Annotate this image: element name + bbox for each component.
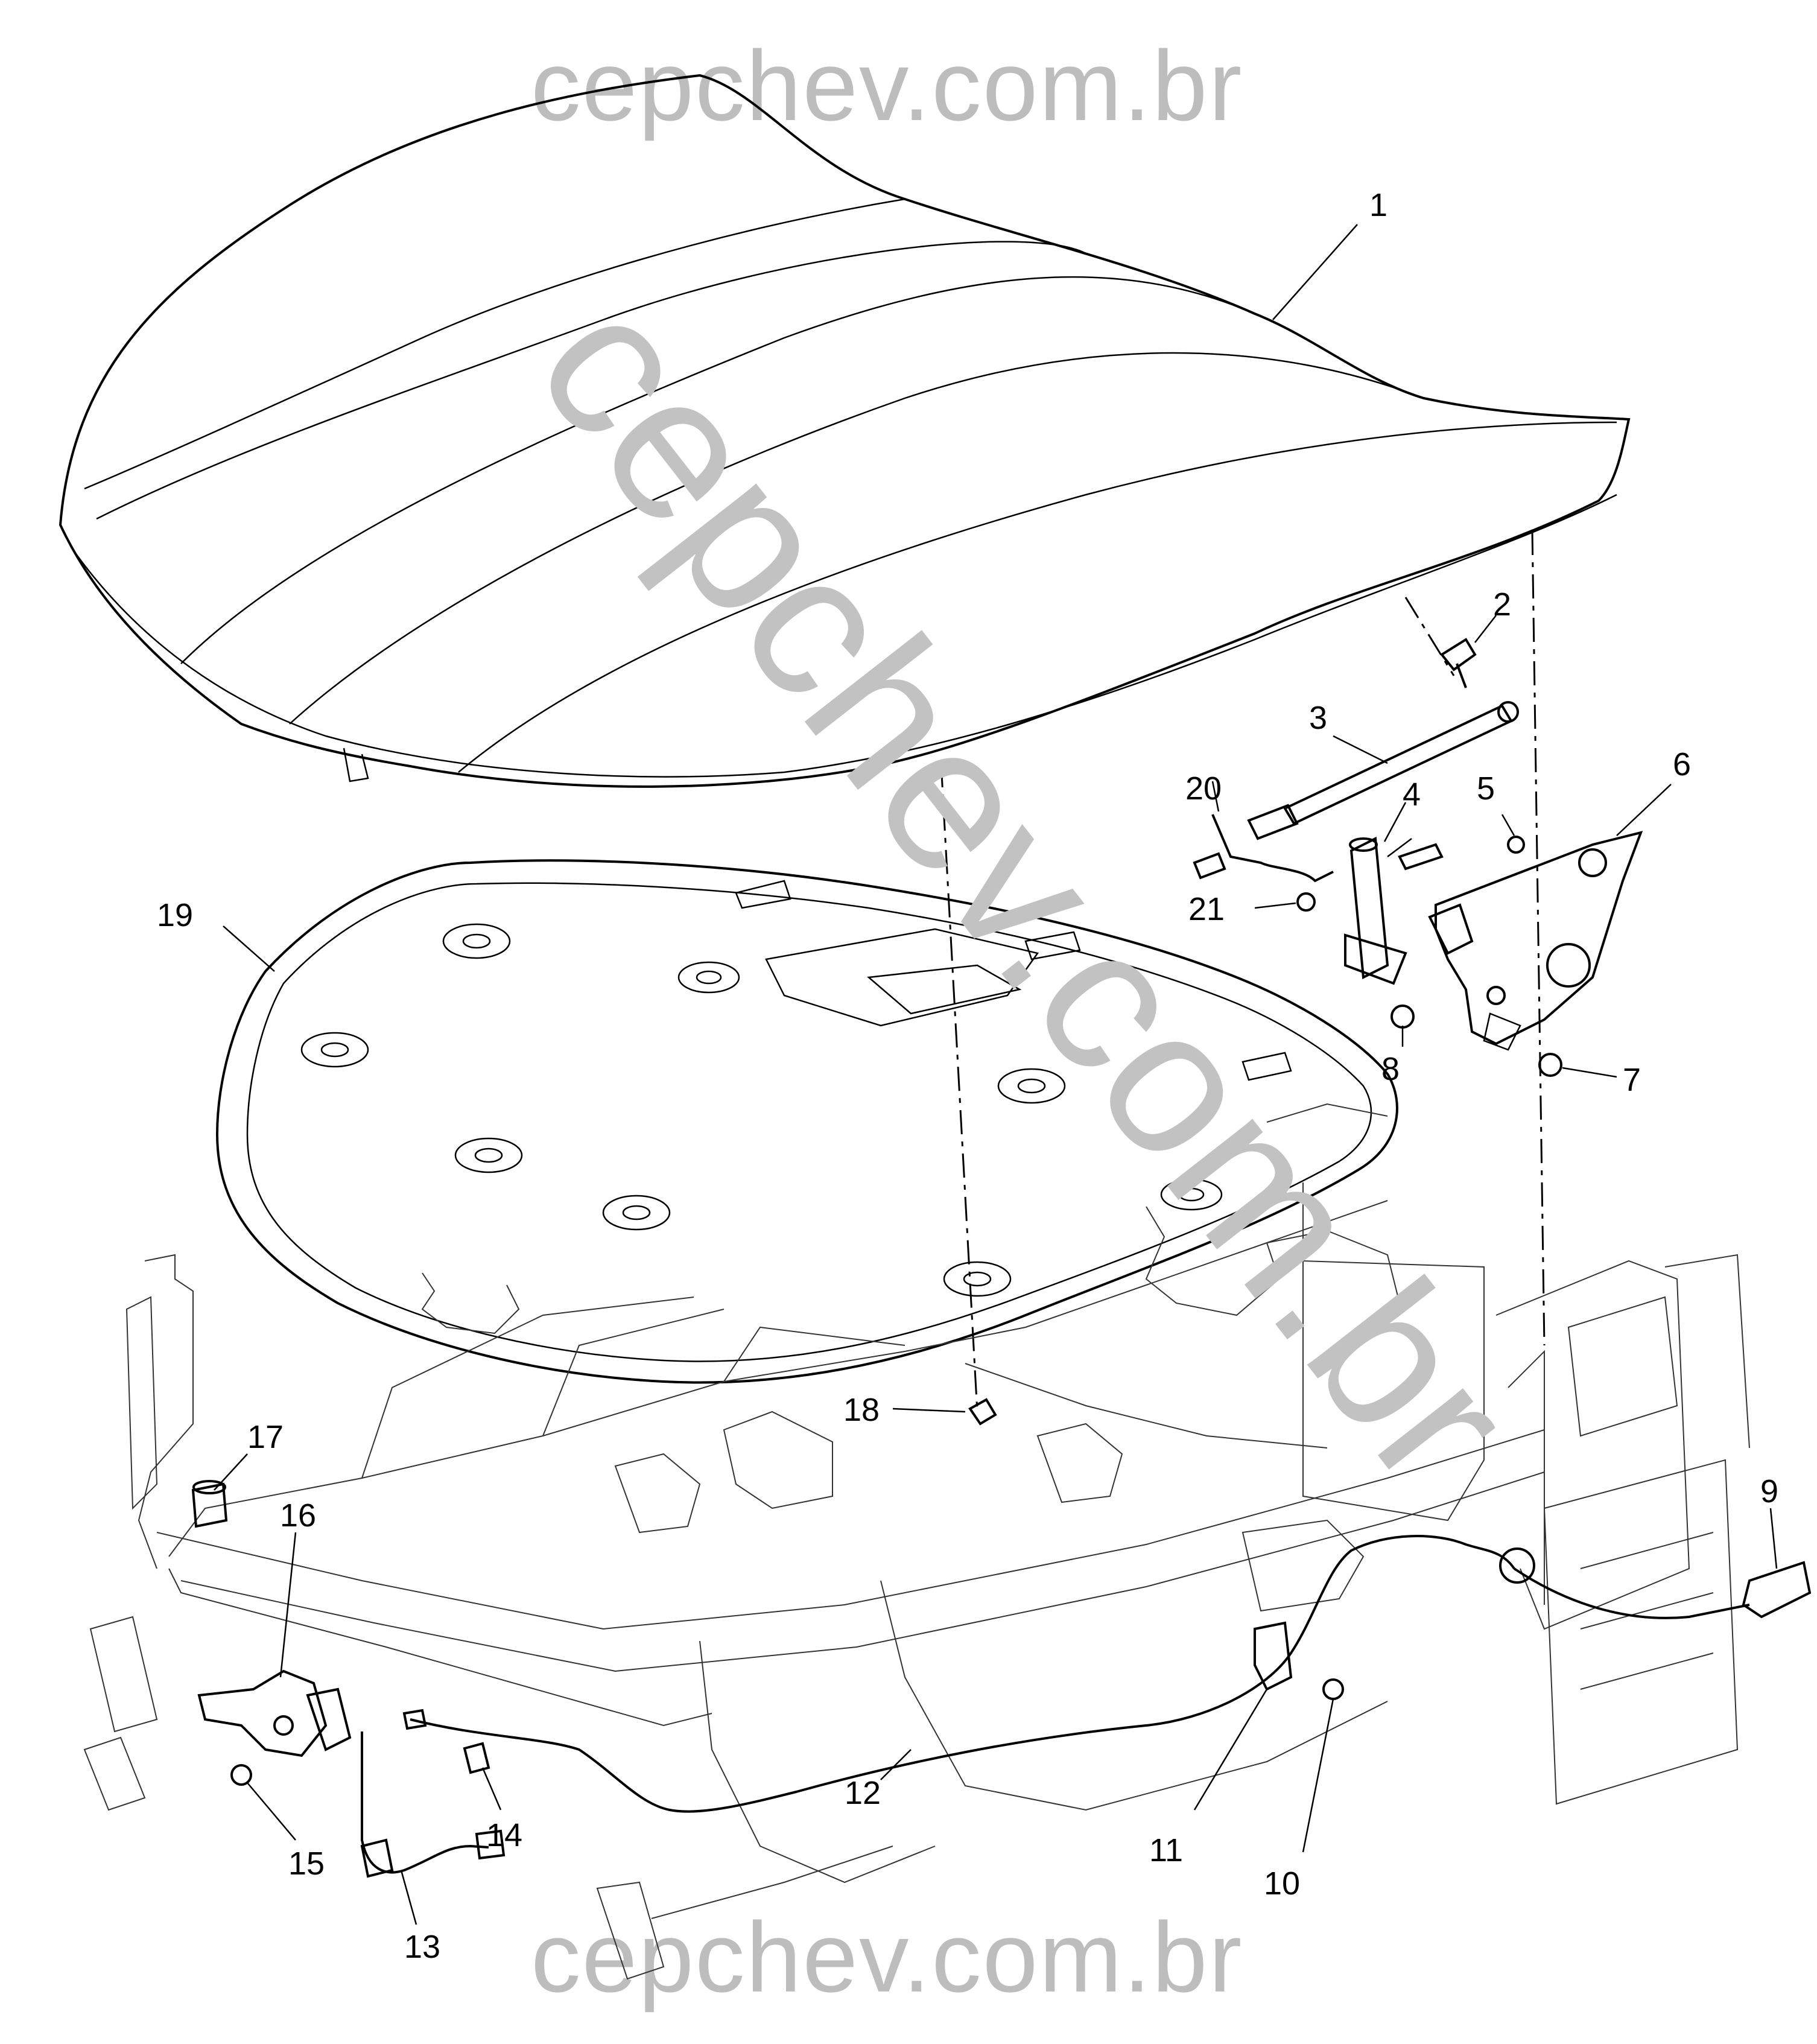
callout-20: 20 — [1185, 770, 1222, 807]
watermark-top: cepchev.com.br — [531, 30, 1243, 141]
callout-3: 3 — [1309, 700, 1327, 736]
callout-8: 8 — [1381, 1051, 1400, 1087]
watermark-bottom: cepchev.com.br — [531, 1902, 1243, 2013]
callout-6: 6 — [1673, 746, 1691, 782]
callout-14: 14 — [486, 1817, 522, 1853]
latch-release-system — [191, 1398, 1812, 1925]
callout-21: 21 — [1188, 891, 1225, 927]
callout-10: 10 — [1264, 1865, 1300, 1902]
callout-2: 2 — [1493, 586, 1511, 623]
callout-7: 7 — [1623, 1062, 1641, 1098]
callout-4: 4 — [1403, 776, 1421, 813]
callout-12: 12 — [845, 1775, 881, 1811]
hood-insulator — [215, 859, 1398, 1384]
callout-5: 5 — [1477, 770, 1495, 807]
callout-18: 18 — [843, 1392, 880, 1428]
callout-19: 19 — [157, 897, 193, 933]
callout-17: 17 — [247, 1419, 284, 1455]
callout-labels: 1 2 3 4 5 6 7 8 9 10 11 12 13 14 15 16 1… — [157, 187, 1778, 1965]
hood-panel — [59, 74, 1631, 788]
callout-1: 1 — [1369, 187, 1387, 223]
callout-9: 9 — [1760, 1473, 1778, 1509]
callout-11: 11 — [1149, 1832, 1183, 1868]
callout-13: 13 — [404, 1929, 440, 1965]
front-body-structure — [83, 1103, 1750, 1980]
callout-15: 15 — [288, 1846, 325, 1882]
hinge-assembly — [1193, 615, 1672, 1078]
alignment-lines — [940, 530, 1546, 1412]
callout-16: 16 — [280, 1497, 316, 1534]
